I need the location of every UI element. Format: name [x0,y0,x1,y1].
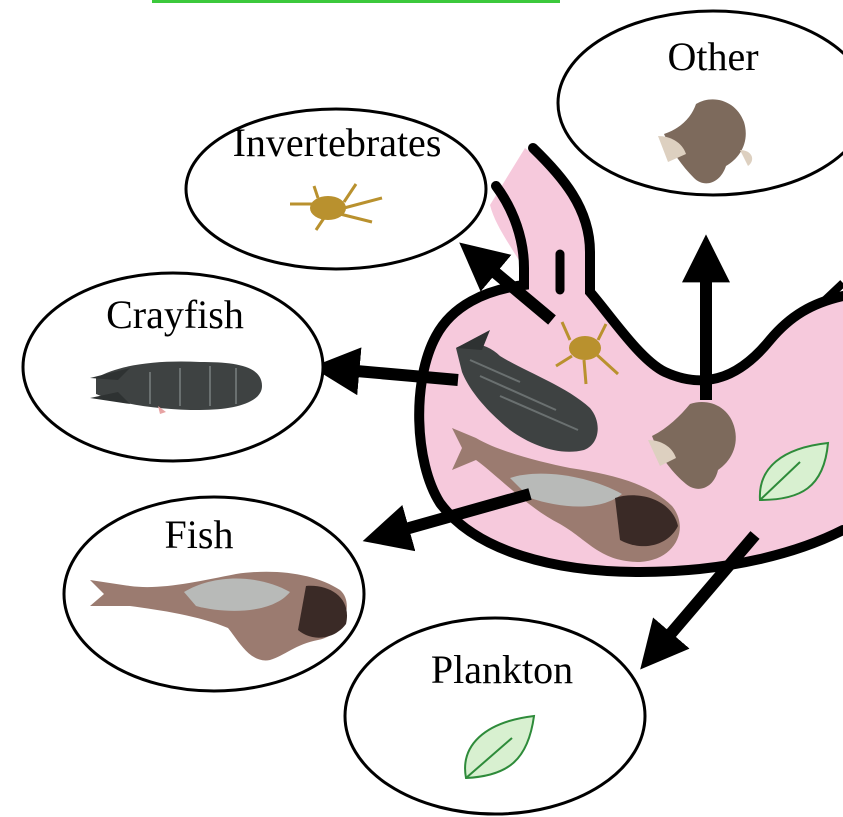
category-plankton: Plankton [345,618,645,814]
category-fish: Fish [64,497,364,691]
crayfish-label: Crayfish [106,292,244,337]
category-crayfish: Crayfish [23,273,323,461]
plankton-label: Plankton [431,647,573,692]
invertebrates-label: Invertebrates [233,120,442,165]
category-other: Other [558,11,843,195]
top-green-bar [152,0,560,3]
other-label: Other [667,34,758,79]
category-invertebrates: Invertebrates [186,109,486,269]
fish-label: Fish [165,512,234,557]
